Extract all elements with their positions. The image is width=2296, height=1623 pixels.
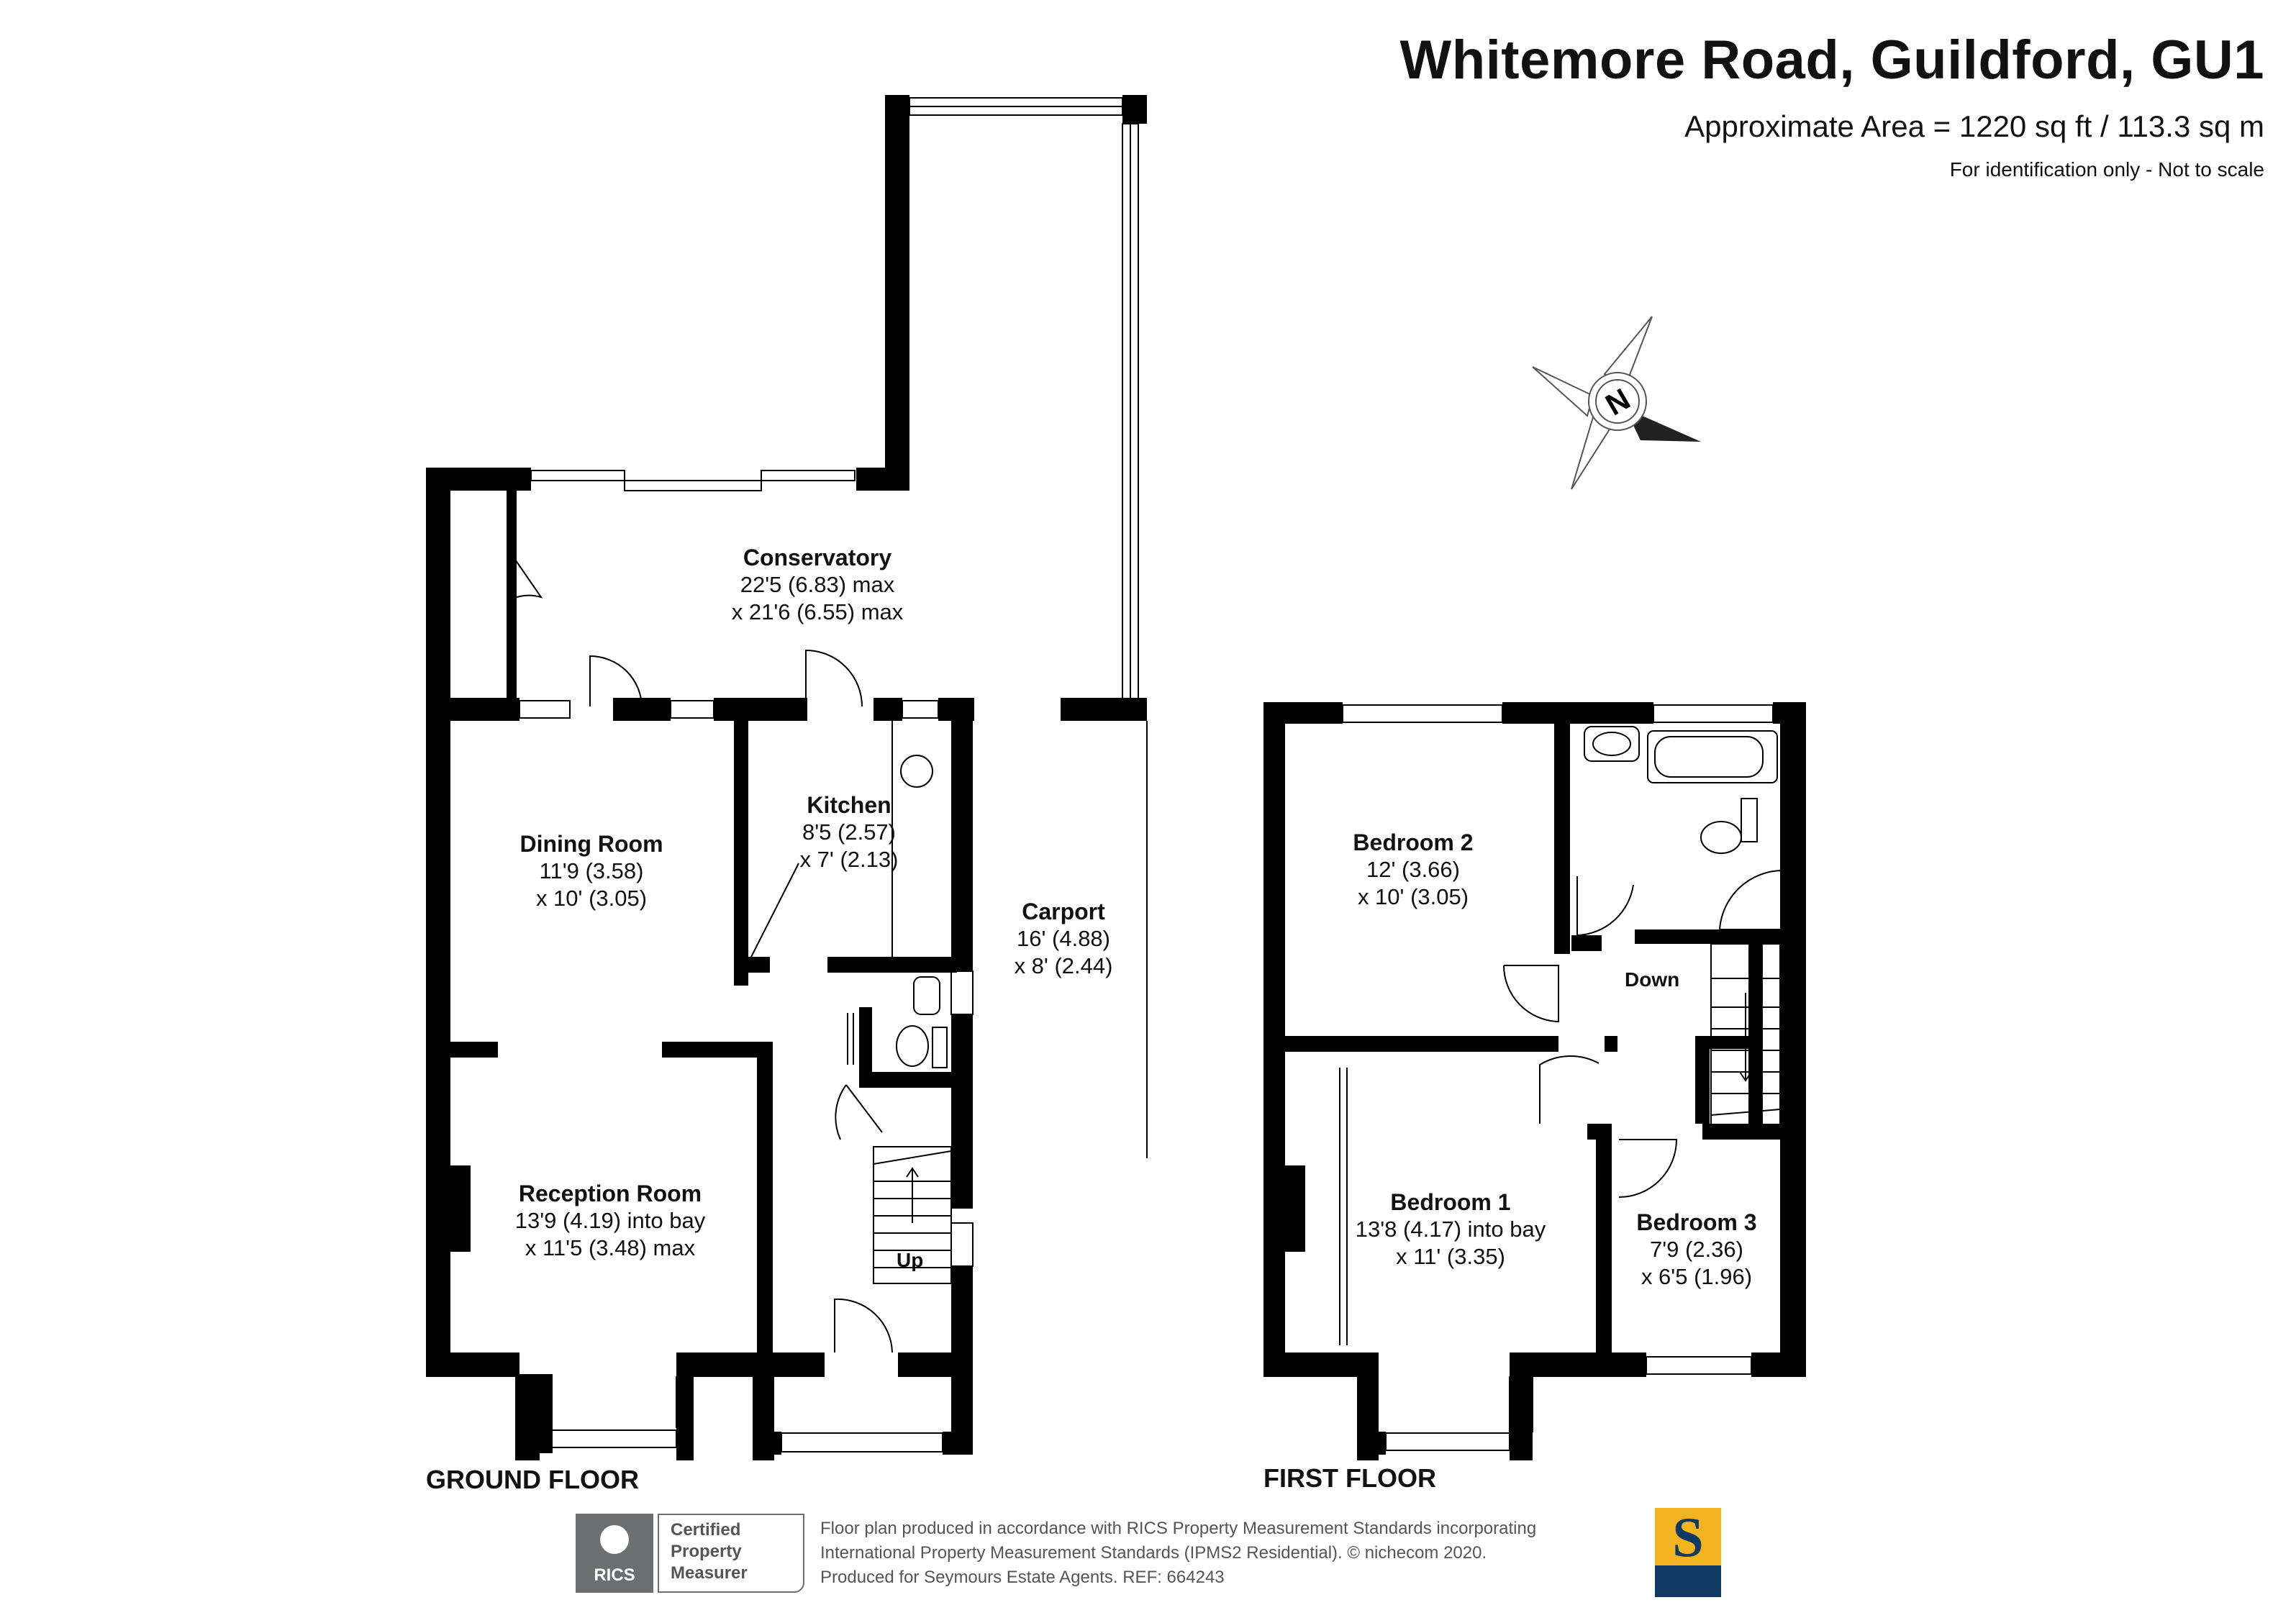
compass-icon: N <box>1532 316 1701 490</box>
stairs-up-label: Up <box>897 1249 924 1271</box>
certified-measurer-label: Certified Property Measurer <box>658 1514 804 1593</box>
scale-note: For identification only - Not to scale <box>1949 158 2264 181</box>
room-reception: Reception Room 13'9 (4.19) into bay x 11… <box>514 1181 706 1260</box>
room-bedroom-2: Bedroom 2 12' (3.66) x 10' (3.05) <box>1353 829 1474 909</box>
rics-badge: RICS Certified Property Measurer <box>576 1514 806 1593</box>
walls <box>426 95 1806 1460</box>
first-floor-label: FIRST FLOOR <box>1263 1463 1436 1493</box>
stairs-down-label: Down <box>1625 968 1680 991</box>
room-carport: Carport 16' (4.88) x 8' (2.44) <box>1014 899 1113 978</box>
windows-and-details <box>512 97 1784 1452</box>
property-title: Whitemore Road, Guildford, GU1 <box>1399 29 2264 91</box>
room-conservatory: Conservatory 22'5 (6.83) max x 21'6 (6.5… <box>731 545 904 624</box>
rics-logo: RICS <box>576 1514 653 1593</box>
rics-lion-icon <box>600 1525 629 1554</box>
room-bedroom-1: Bedroom 1 13'8 (4.17) into bay x 11' (3.… <box>1355 1189 1546 1269</box>
ground-floor-label: GROUND FLOOR <box>426 1465 639 1494</box>
room-bedroom-3: Bedroom 3 7'9 (2.36) x 6'5 (1.96) <box>1636 1209 1757 1289</box>
room-kitchen: Kitchen 8'5 (2.57) x 7' (2.13) <box>799 792 899 872</box>
room-dining: Dining Room 11'9 (3.58) x 10' (3.05) <box>519 831 663 911</box>
approximate-area: Approximate Area = 1220 sq ft / 113.3 sq… <box>1684 109 2264 143</box>
seymours-logo: S <box>1655 1508 1721 1597</box>
footer-disclaimer: Floor plan produced in accordance with R… <box>820 1519 1537 1587</box>
